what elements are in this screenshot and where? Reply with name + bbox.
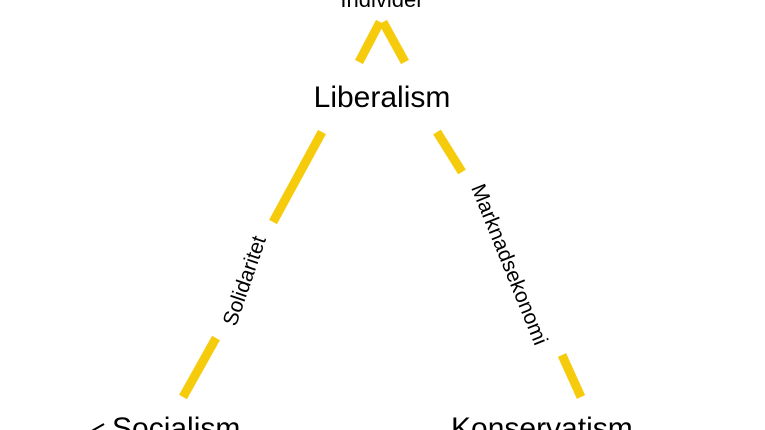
top-caret-right xyxy=(379,19,409,65)
right-edge xyxy=(433,129,586,399)
top-label: Individer xyxy=(340,0,423,12)
node-liberalism: Liberalism xyxy=(314,81,451,114)
edge-label-marknadsekonomi: Marknadsekonomi xyxy=(466,181,552,349)
left-edge-lower-segment xyxy=(179,335,220,400)
left-edge xyxy=(179,129,326,400)
node-socialism: Socialism xyxy=(112,412,240,430)
edge-label-solidaritet: Solidaritet xyxy=(219,233,271,329)
left-arrow-tip xyxy=(91,423,105,430)
node-konservatism: Konservatism xyxy=(451,412,633,430)
left-edge-upper-segment xyxy=(269,129,326,225)
top-caret xyxy=(355,19,409,65)
right-edge-lower-segment xyxy=(557,353,586,399)
top-caret-left xyxy=(355,19,384,65)
right-edge-upper-segment xyxy=(433,129,466,175)
